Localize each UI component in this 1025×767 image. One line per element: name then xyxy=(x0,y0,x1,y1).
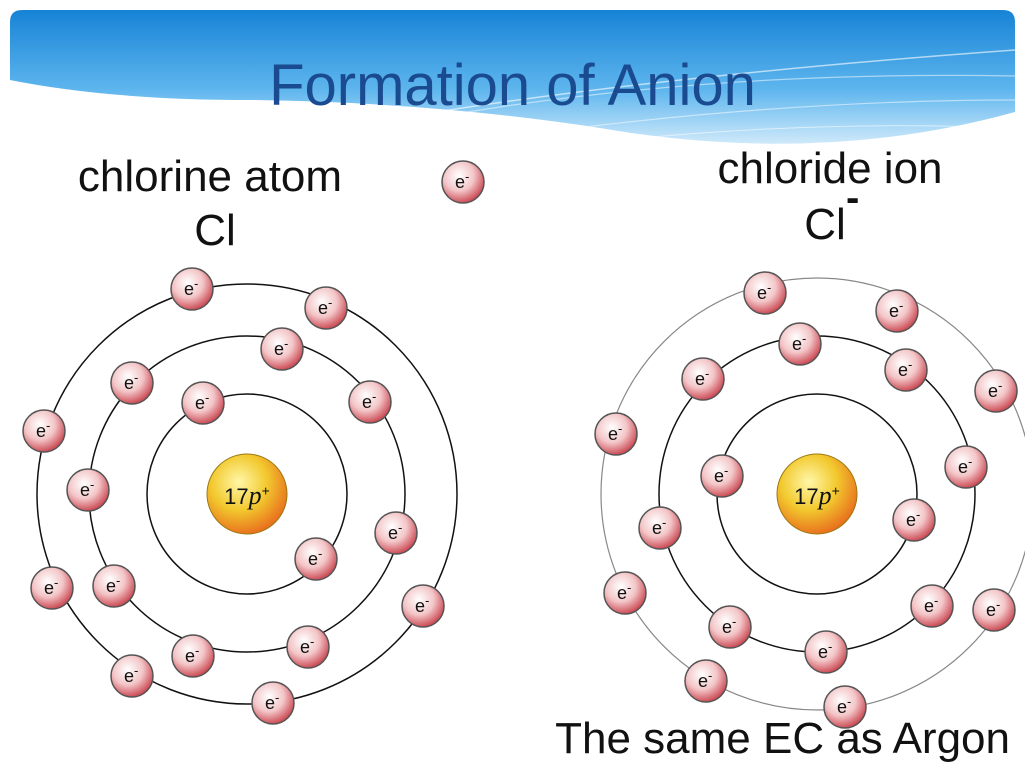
ion-electron: e- xyxy=(804,630,848,674)
atom-electron: e- xyxy=(92,564,136,608)
ion-electron: e- xyxy=(743,271,787,315)
atom-shell-3 xyxy=(36,283,458,705)
electron-sign: - xyxy=(46,418,50,433)
ion-electron: e- xyxy=(638,506,682,550)
ion-electron: e- xyxy=(892,498,936,542)
atom-electron: e- xyxy=(110,654,154,698)
ion-electron: e- xyxy=(823,685,867,729)
electron-sign: - xyxy=(195,643,199,658)
electrons: e-e-e-e-e-e-e-e-e-e-e-e-e-e-e-e-e-e-e-e-… xyxy=(22,160,1018,729)
ion-electron: e- xyxy=(684,659,728,703)
atom-symbol: Cl xyxy=(194,206,236,255)
electron-sign: - xyxy=(705,366,709,381)
electron-sign: - xyxy=(205,390,209,405)
atom-electron: e- xyxy=(401,584,445,628)
atom-electron: e- xyxy=(304,286,348,330)
slide-title: Formation of Anion xyxy=(269,53,756,118)
electron-sign: - xyxy=(372,389,376,404)
ion-electron: e- xyxy=(910,584,954,628)
atom-nucleus xyxy=(206,453,288,535)
electron-sign: - xyxy=(627,580,631,595)
caption: The same EC as Argon xyxy=(555,714,1010,763)
ion-electron: e- xyxy=(972,588,1016,632)
electron-sign: - xyxy=(134,370,138,385)
ion-electron: e- xyxy=(875,289,919,333)
electron-sign: - xyxy=(662,515,666,530)
ion-electron: e- xyxy=(681,357,725,401)
electron-sign: - xyxy=(708,668,712,683)
electron-sign: - xyxy=(328,295,332,310)
electron-sign: - xyxy=(465,169,469,184)
electron-sign: - xyxy=(847,694,851,709)
nucleus-count: 17 xyxy=(794,484,819,509)
ion-name: chloride ion xyxy=(717,144,943,193)
nucleus-sign: + xyxy=(831,482,840,499)
electron-sign: - xyxy=(134,663,138,678)
atom-electron: e- xyxy=(66,468,110,512)
electron-sign: - xyxy=(899,298,903,313)
atom-electron: e- xyxy=(171,634,215,678)
electron-sign: - xyxy=(916,507,920,522)
nucleus-count: 17 xyxy=(224,484,249,509)
atom-electron: e- xyxy=(251,681,295,725)
ion-electron: e- xyxy=(708,605,752,649)
atom-electron: e- xyxy=(22,409,66,453)
atom-electron: e- xyxy=(260,327,304,371)
electron-sign: - xyxy=(998,378,1002,393)
electron-sign: - xyxy=(828,639,832,654)
atom-electron: e- xyxy=(286,625,330,669)
electron-sign: - xyxy=(194,276,198,291)
electron-sign: - xyxy=(90,477,94,492)
electron-sign: - xyxy=(425,593,429,608)
nucleus-sign: + xyxy=(261,482,270,499)
electron-sign: - xyxy=(284,336,288,351)
electron-sign: - xyxy=(732,614,736,629)
ion-nucleus xyxy=(776,453,858,535)
electron-sign: - xyxy=(398,520,402,535)
electron-sign: - xyxy=(275,690,279,705)
ion-charge: - xyxy=(846,176,860,220)
free-electron: e- xyxy=(441,160,485,204)
atom-electron: e- xyxy=(110,361,154,405)
atom-electron: e- xyxy=(294,537,338,581)
electron-sign: - xyxy=(318,546,322,561)
ion-electron: e- xyxy=(594,412,638,456)
electron-sign: - xyxy=(116,573,120,588)
atom-electron: e- xyxy=(348,380,392,424)
electron-sign: - xyxy=(54,575,58,590)
electron-sign: - xyxy=(934,593,938,608)
ion-symbol: Cl xyxy=(804,200,846,249)
electron-sign: - xyxy=(802,331,806,346)
electron-sign: - xyxy=(724,463,728,478)
ion-electron: e- xyxy=(700,454,744,498)
electron-sign: - xyxy=(310,634,314,649)
ion-electron: e- xyxy=(603,571,647,615)
nucleus-particle: p xyxy=(818,481,832,510)
ion-electron: e- xyxy=(944,445,988,489)
ion-nucleus-label: 17p+ xyxy=(776,481,858,511)
ion-shell-3 xyxy=(600,277,1025,711)
atom-electron: e- xyxy=(374,511,418,555)
atom-nucleus-label: 17p+ xyxy=(206,481,288,511)
electron-sign: - xyxy=(996,597,1000,612)
atom-electron: e- xyxy=(170,267,214,311)
atom-name: chlorine atom xyxy=(77,152,343,201)
atom-shell-1 xyxy=(146,393,348,595)
electron-sign: - xyxy=(767,280,771,295)
nucleus-particle: p xyxy=(248,481,262,510)
atom-electron: e- xyxy=(30,566,74,610)
ion-electron: e- xyxy=(884,348,928,392)
atom-electron: e- xyxy=(181,381,225,425)
electron-sign: - xyxy=(968,454,972,469)
ion-electron: e- xyxy=(778,322,822,366)
electron-sign: - xyxy=(908,357,912,372)
atom-diagram xyxy=(36,283,458,705)
ion-electron: e- xyxy=(974,369,1018,413)
header-band xyxy=(10,10,1016,144)
electron-sign: - xyxy=(618,421,622,436)
